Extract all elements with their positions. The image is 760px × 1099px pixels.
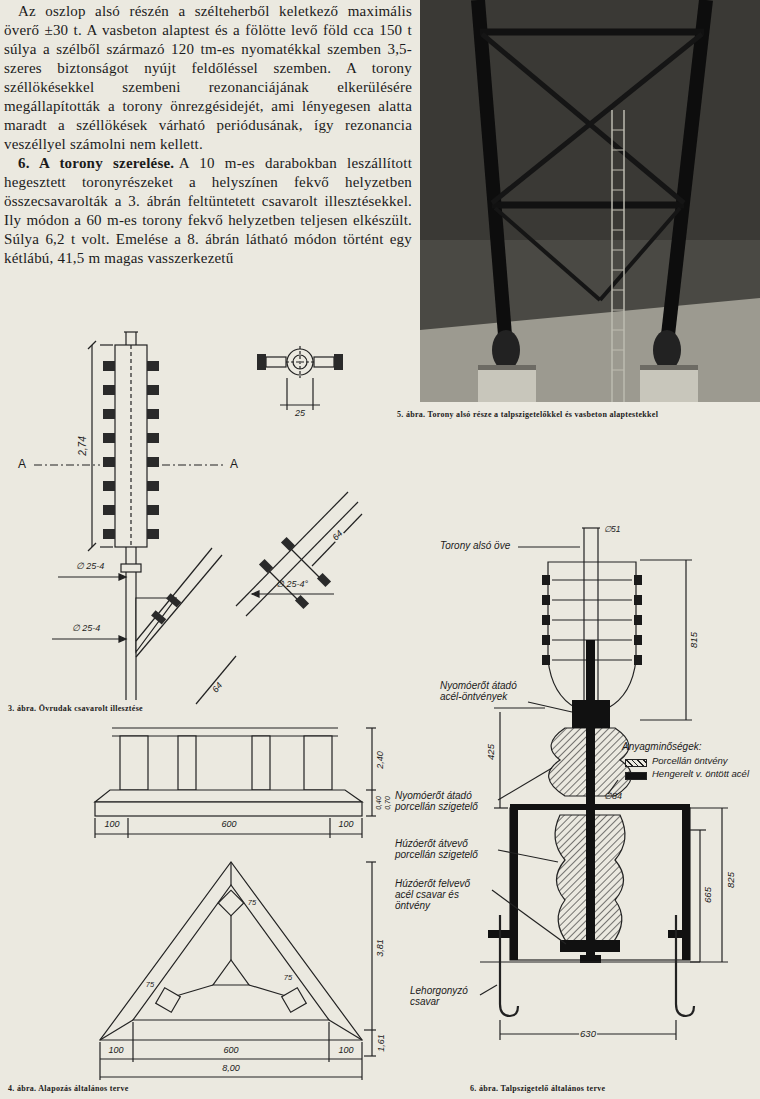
- dimension: 3,81: [376, 938, 386, 958]
- dimension: 100: [104, 820, 119, 830]
- part-label: Nyomóerőt átadó porcellán szigetelő: [395, 790, 495, 812]
- dimension: 815: [689, 631, 699, 649]
- dimension: 75: [284, 974, 292, 982]
- dimension: ∅ 25-4: [72, 624, 101, 634]
- part-label: Húzóerőt átvevő porcellán szigetelő: [395, 838, 495, 860]
- dimension: 100: [108, 1046, 123, 1056]
- chord-splice-drawing: [34, 332, 362, 704]
- section-mark: A: [230, 458, 238, 471]
- dimension: 75: [248, 899, 256, 907]
- dimension: 665: [703, 886, 713, 904]
- dimension: 8,00: [222, 1064, 240, 1074]
- body-paragraph: 6. A torony szerelése.A 10 m-es darabokb…: [4, 154, 412, 268]
- legend-heading: Anyagminőségek:: [622, 741, 702, 752]
- dimension: 75: [146, 981, 154, 989]
- part-label: Húzóerőt felvevő acél csavar és öntvény: [395, 878, 490, 911]
- dimension: 630: [579, 1029, 597, 1039]
- tower-photo: [420, 0, 760, 402]
- dimension: ∅ 25-4: [76, 562, 105, 572]
- legend-text: Hengerelt v. öntött acél: [652, 769, 757, 779]
- paragraph-text: A 10 m-es darabokban leszállított hegesz…: [4, 155, 412, 266]
- figure-caption: 5. ábra. Torony alsó része a talpszigete…: [397, 411, 658, 420]
- dimension: 825: [726, 871, 736, 889]
- dimension: 100: [338, 1046, 353, 1056]
- section-heading: 6. A torony szerelése.: [18, 155, 174, 171]
- figure-caption: 6. ábra. Talpszigetelő általános terve: [470, 1085, 605, 1094]
- dimension: 0,40: [375, 796, 383, 810]
- dimension: 1,61: [377, 1034, 387, 1052]
- part-label: Torony alsó öve: [440, 540, 510, 551]
- body-paragraph: Az oszlop alsó részén a szélteherből kel…: [4, 2, 412, 154]
- part-label: Lehorgonyzó csavar: [410, 985, 480, 1007]
- dimension: 425: [486, 743, 496, 761]
- legend-text: Porcellán öntvény: [652, 756, 757, 766]
- dimension: 2,74: [77, 435, 88, 456]
- dimension: 2,40: [376, 750, 386, 770]
- section-mark: A: [18, 458, 26, 471]
- dimension: 0,70: [384, 796, 392, 810]
- dimension: ∅84: [604, 792, 622, 802]
- part-label: Nyomóerőt átadó acél-öntvények: [440, 680, 525, 702]
- dimension: 600: [221, 820, 236, 830]
- hatch-swatch: [625, 759, 647, 767]
- foundation-drawing: [95, 728, 376, 1080]
- dimension: 600: [223, 1046, 238, 1056]
- dimension: 64: [210, 680, 225, 696]
- dimension: ∅51: [604, 525, 620, 534]
- dimension: ∅ 25-4°: [276, 580, 308, 590]
- dimension: 25: [294, 409, 306, 419]
- dimension: 64: [330, 528, 345, 543]
- dimension: 100: [338, 820, 353, 830]
- figure-caption: 4. ábra. Alapozás általános terve: [8, 1085, 129, 1094]
- base-insulator-drawing: [480, 528, 728, 1040]
- figure-caption: 3. ábra. Övrudak csavarolt illesztése: [8, 705, 143, 714]
- legend-swatch: [625, 772, 647, 780]
